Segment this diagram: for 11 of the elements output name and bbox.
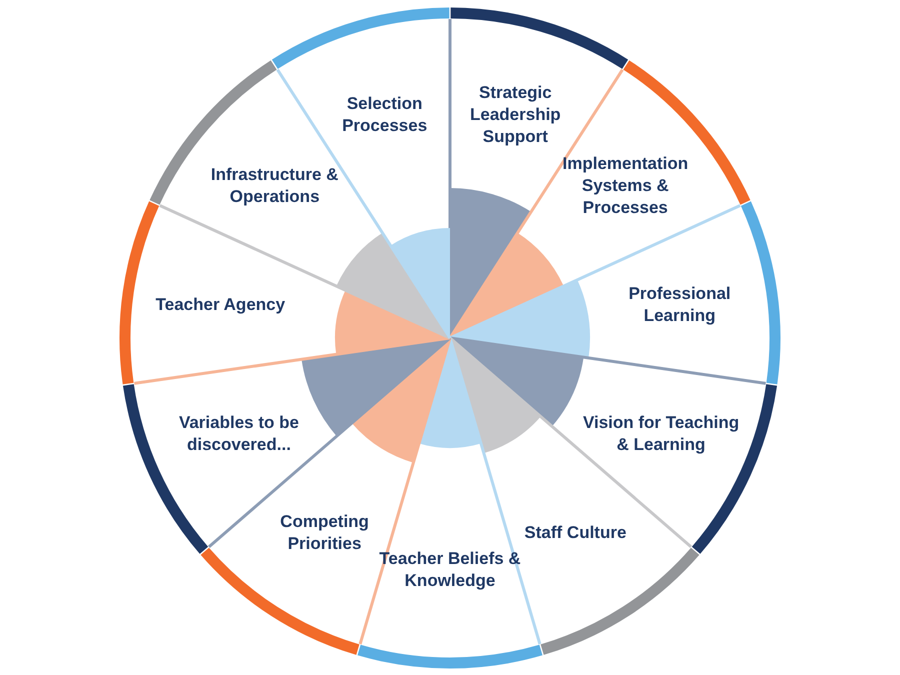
segment-label: Teacher Agency bbox=[156, 294, 286, 316]
segment-label: Selection Processes bbox=[341, 93, 428, 138]
segment-label: Variables to be discovered... bbox=[178, 412, 300, 456]
segment-label: Teacher Beliefs & Knowledge bbox=[378, 548, 522, 592]
segment-label: Competing Priorities bbox=[279, 511, 370, 556]
segment-label: Staff Culture bbox=[524, 522, 626, 544]
segment-label: Vision for Teaching & Learning bbox=[582, 412, 740, 456]
segment-label: Infrastructure & Operations bbox=[210, 164, 340, 208]
segment-label: Professional Learning bbox=[628, 282, 732, 327]
segment-label: Implementation Systems & Processes bbox=[562, 153, 690, 220]
segment-label: Strategic Leadership Support bbox=[469, 82, 562, 148]
